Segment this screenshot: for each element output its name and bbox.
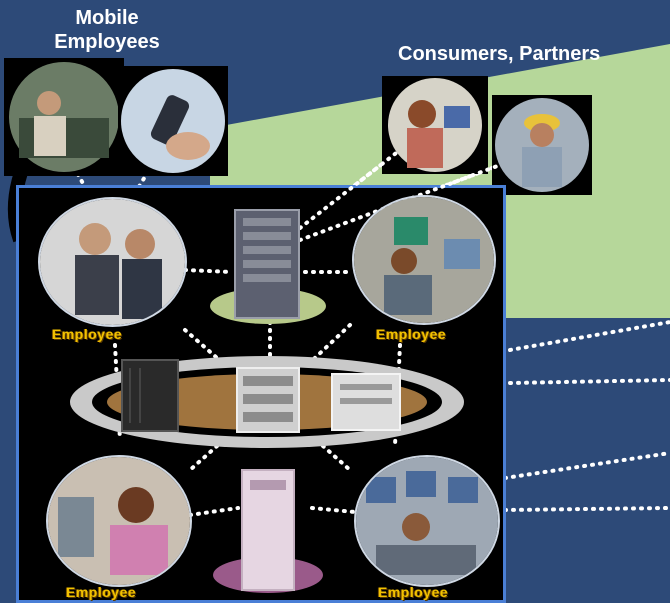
employee-label-bottom-right: Employee <box>378 584 449 600</box>
mobile-employees-heading: Mobile Employees <box>52 6 162 54</box>
server-tower-bottom <box>240 468 296 592</box>
employee-photo-bottom-left <box>46 455 192 587</box>
employee-photo-top-right <box>352 195 496 325</box>
server-rack-center <box>235 366 301 434</box>
employee-label-top-right: Employee <box>376 326 447 342</box>
employee-photo-bottom-right <box>354 455 500 587</box>
mobile-employee-photo-1 <box>4 58 124 176</box>
consumers-partners-heading: Consumers, Partners <box>398 43 601 65</box>
consumer-photo-1 <box>382 76 488 174</box>
server-unit-right <box>330 372 402 432</box>
employee-label-top-left: Employee <box>52 326 123 342</box>
consumer-photo-2 <box>492 95 592 195</box>
server-tower-left <box>120 358 180 433</box>
mobile-heading-line1: Mobile <box>75 7 139 29</box>
employee-photo-top-left <box>38 197 187 327</box>
mobile-employee-photo-2 <box>118 66 228 176</box>
server-tower-top <box>231 208 303 322</box>
mobile-heading-line2: Employees <box>54 31 160 53</box>
employee-label-bottom-left: Employee <box>66 584 137 600</box>
